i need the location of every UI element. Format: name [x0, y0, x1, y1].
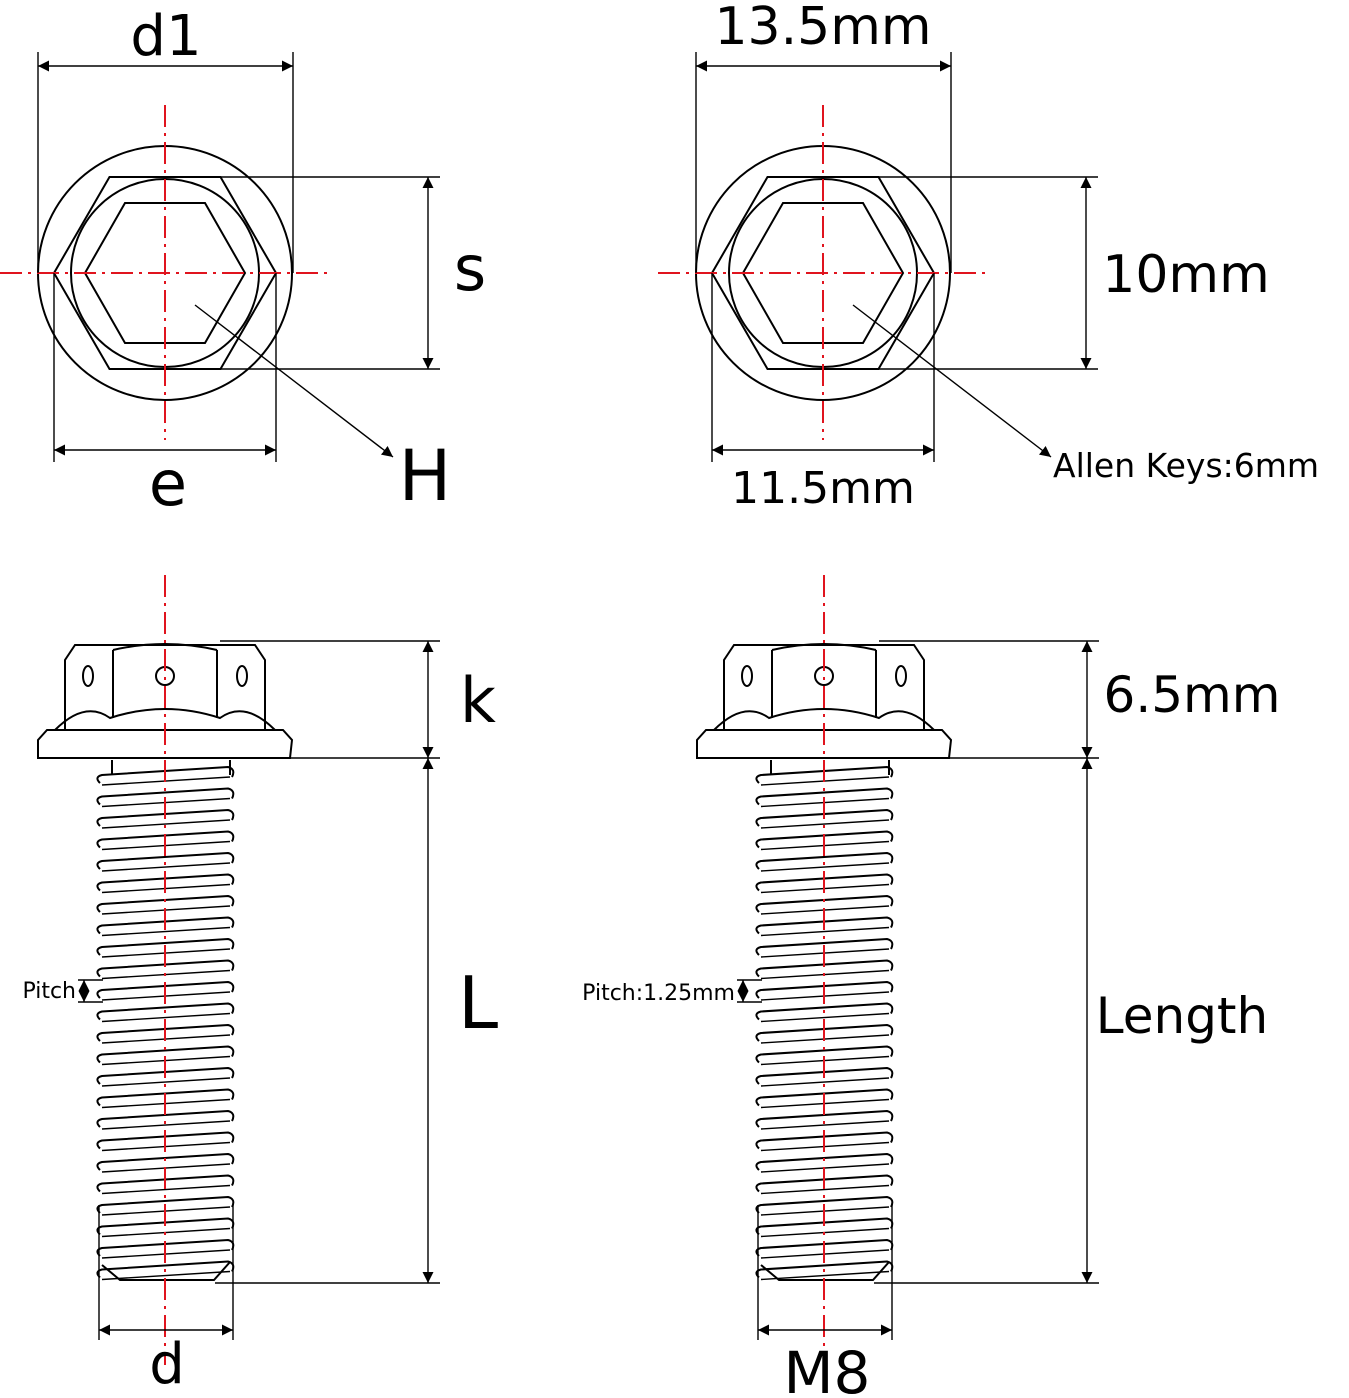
lockwire-hole	[236, 665, 248, 687]
lockwire-hole	[741, 665, 753, 687]
head-chamfer	[54, 708, 276, 731]
label-d: d	[149, 1332, 185, 1397]
label-H: H	[399, 435, 452, 517]
thread-crest	[755, 851, 894, 870]
thread-root	[101, 1012, 231, 1023]
bolt-side-view-dimensioned	[696, 575, 1099, 1365]
lockwire-hole	[895, 665, 907, 687]
label-k: k	[460, 664, 496, 737]
label-thread-size: M8	[784, 1339, 871, 1398]
thread-root	[101, 862, 231, 872]
hex-face-top	[771, 643, 877, 651]
label-flange-diameter: 13.5mm	[714, 0, 931, 57]
thread-crest	[755, 787, 894, 806]
thread-root	[760, 1012, 890, 1023]
thread-root	[760, 1120, 890, 1130]
thread-root	[760, 862, 890, 872]
lockwire-hole	[82, 665, 94, 687]
head-chamfer	[713, 708, 935, 731]
thread-crest	[755, 1002, 894, 1021]
bolt-side-view-generic	[37, 575, 440, 1365]
label-across-corners: 11.5mm	[731, 463, 915, 514]
thread-root	[760, 1270, 890, 1281]
label-s: s	[454, 232, 486, 305]
hex-face-top	[112, 643, 218, 651]
label-d1: d1	[130, 4, 201, 69]
label-head-height: 6.5mm	[1104, 666, 1281, 724]
label-across-flats: 10mm	[1102, 245, 1269, 305]
thread-crest	[96, 937, 235, 956]
thread-crest	[96, 787, 235, 806]
thread-crest	[96, 1002, 235, 1021]
thread-root	[101, 1184, 231, 1195]
thread-root	[101, 819, 231, 829]
thread-crest	[96, 1195, 235, 1214]
head-top-view-dimensioned	[658, 52, 1098, 462]
thread-root	[760, 1077, 890, 1087]
bolt-tip	[760, 1261, 890, 1281]
head-top-view-generic	[0, 52, 440, 462]
label-pitch-value: Pitch:1.25mm	[582, 981, 735, 1006]
label-allen-key: Allen Keys:6mm	[1053, 446, 1319, 485]
label-L: L	[458, 961, 498, 1045]
thread-crest	[755, 1195, 894, 1214]
label-length: Length	[1096, 987, 1268, 1045]
label-e: e	[149, 447, 187, 520]
thread-crest	[96, 851, 235, 870]
thread-crest	[96, 1045, 235, 1064]
thread-root	[760, 819, 890, 829]
thread-root	[760, 1184, 890, 1195]
bolt-tip	[101, 1261, 231, 1281]
thread-root	[101, 1120, 231, 1130]
thread-root	[101, 926, 231, 937]
thread-root	[101, 1270, 231, 1281]
label-pitch: Pitch	[22, 979, 76, 1004]
thread-crest	[755, 937, 894, 956]
thread-root	[760, 926, 890, 937]
thread-root	[101, 1077, 231, 1087]
thread-crest	[755, 1045, 894, 1064]
